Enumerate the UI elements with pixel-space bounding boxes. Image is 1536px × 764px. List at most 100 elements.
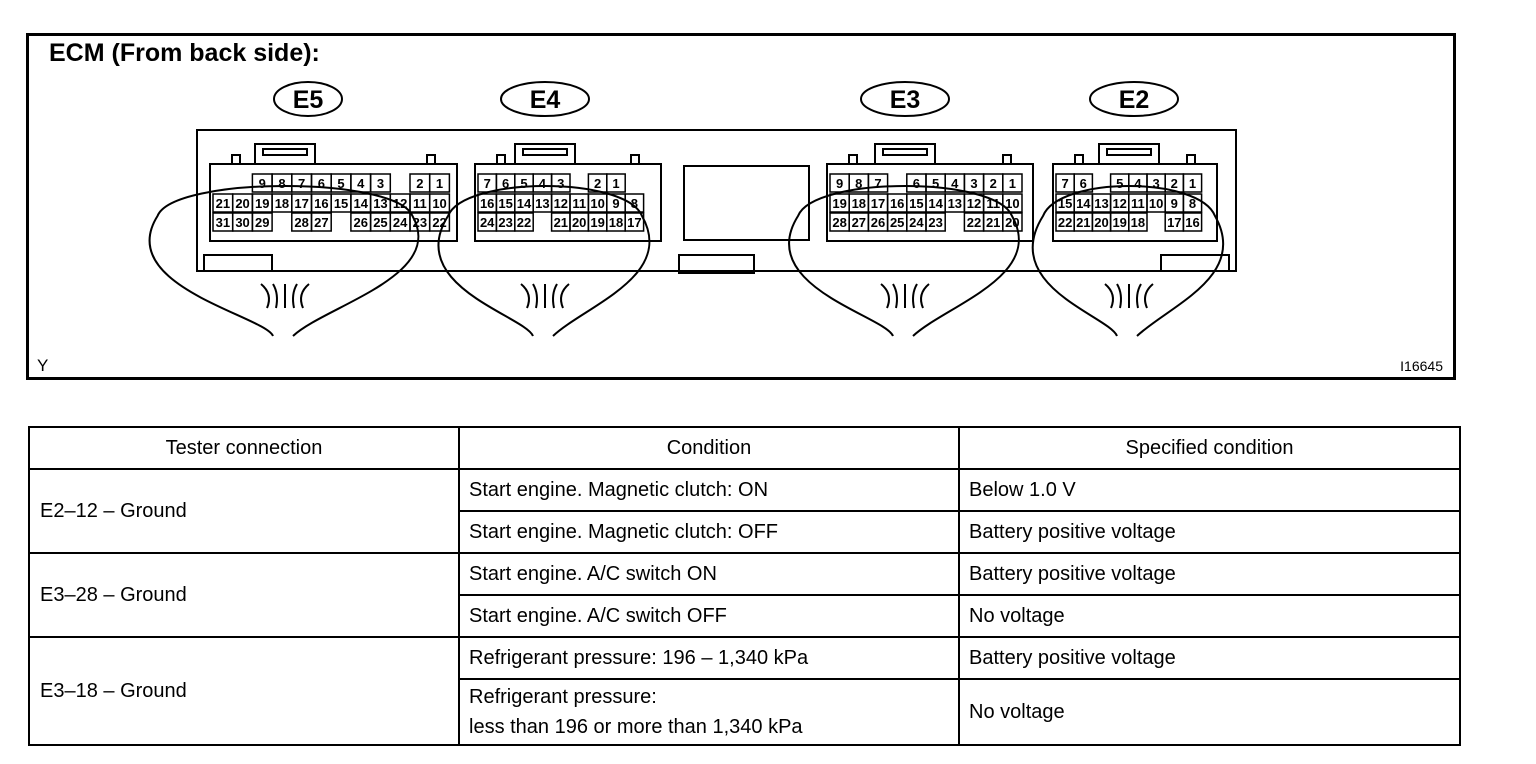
pin-number: 22 [517, 215, 531, 230]
ecm-bottom-tab [1160, 254, 1230, 272]
pin-number: 1 [1009, 176, 1016, 191]
pin-number: 17 [871, 196, 885, 211]
connector-pin [550, 173, 571, 193]
pin-number: 13 [373, 196, 387, 211]
connector-pin [428, 173, 451, 193]
pin-number: 17 [1167, 215, 1181, 230]
connector-latch [514, 143, 576, 165]
wire-strand [880, 283, 890, 309]
connector-latch [254, 143, 316, 165]
wire-harness [1032, 185, 1225, 337]
pin-number: 2 [416, 176, 423, 191]
pin-number: 18 [275, 196, 289, 211]
table-row: E3–28 – Ground Start engine. A/C switch … [28, 552, 1461, 638]
connector-post [426, 154, 436, 165]
pin-number: 12 [967, 196, 981, 211]
pin-number: 28 [832, 215, 846, 230]
wire-strand [520, 283, 530, 309]
connector-pin [624, 212, 645, 232]
pin-number: 21 [986, 215, 1000, 230]
connection-cell: E2–12 – Ground [28, 468, 460, 554]
connector-pin [369, 173, 392, 193]
specified-cell: No voltage [958, 594, 1461, 638]
pin-number: 9 [612, 196, 619, 211]
pin-number: 29 [255, 215, 269, 230]
pin-number: 22 [967, 215, 981, 230]
pin-number: 15 [1058, 196, 1072, 211]
pin-number: 13 [535, 196, 549, 211]
wire-strand [912, 283, 918, 309]
connector-pin [1002, 193, 1023, 213]
connector-pin [1002, 212, 1023, 232]
table-row: E2–12 – Ground Start engine. Magnetic cl… [28, 468, 1461, 554]
pin-number: 3 [1152, 176, 1159, 191]
pin-number: 25 [890, 215, 904, 230]
pin-number: 3 [377, 176, 384, 191]
pin-number: 18 [1131, 215, 1145, 230]
pin-number: 22 [1058, 215, 1072, 230]
connector-pin [428, 212, 451, 232]
pin-number: 20 [572, 215, 586, 230]
pin-number: 24 [480, 215, 495, 230]
pin-number: 24 [393, 215, 408, 230]
pin-number: 4 [539, 176, 547, 191]
condition-line: Refrigerant pressure: [469, 686, 657, 708]
connector-latch [1098, 143, 1160, 165]
pin-number: 2 [1171, 176, 1178, 191]
pin-number: 9 [836, 176, 843, 191]
header-tester-connection: Tester connection [28, 426, 460, 470]
connector-pin [1182, 193, 1203, 213]
wire-strand [1144, 283, 1154, 309]
connector-pin [925, 212, 946, 232]
wire-harness [437, 185, 651, 337]
pin-number: 8 [278, 176, 285, 191]
pin-number: 30 [235, 215, 249, 230]
pin-number: 20 [235, 196, 249, 211]
pin-number: 14 [928, 196, 943, 211]
pin-number: 4 [1134, 176, 1142, 191]
pin-number: 12 [554, 196, 568, 211]
connector-latch [522, 148, 568, 156]
connector-pin [428, 193, 451, 213]
condition-cell: Refrigerant pressure: less than 196 or m… [458, 678, 960, 746]
connector-label-oval [1089, 81, 1179, 117]
connector-pin [251, 212, 273, 232]
connector-pin [1182, 173, 1203, 193]
condition-cell: Start engine. A/C switch OFF [458, 594, 960, 638]
pin-number: 14 [354, 196, 369, 211]
pin-number: 17 [294, 196, 308, 211]
connection-cell: E3–18 – Ground [28, 636, 460, 746]
header-condition: Condition [458, 426, 960, 470]
pin-number: 10 [1149, 196, 1163, 211]
condition-cell: Refrigerant pressure: 196 – 1,340 kPa [458, 636, 960, 680]
condition-cell: Start engine. Magnetic clutch: OFF [458, 510, 960, 554]
wire-strand [560, 283, 570, 309]
connector-post [496, 154, 506, 165]
pin-number: 19 [832, 196, 846, 211]
pin-number: 15 [909, 196, 923, 211]
pin-number: 13 [1094, 196, 1108, 211]
pin-number: 16 [314, 196, 328, 211]
connector-post [231, 154, 241, 165]
tester-spec-table: Tester connection Condition Specified co… [28, 426, 1461, 746]
pin-number: 19 [1112, 215, 1126, 230]
pin-number: 11 [413, 196, 427, 211]
ecm-center-window [683, 165, 810, 241]
specified-cell: No voltage [958, 678, 1461, 746]
figure-id: I16645 [1400, 358, 1443, 374]
connector-pin [624, 193, 645, 213]
connector-pin [310, 212, 332, 232]
pin-number: 11 [1131, 196, 1145, 211]
pin-number: 7 [298, 176, 305, 191]
pin-number: 1 [612, 176, 619, 191]
condition-line: less than 196 or more than 1,340 kPa [469, 716, 803, 738]
pin-number: 7 [1061, 176, 1068, 191]
pin-number: 5 [1116, 176, 1123, 191]
pin-number: 27 [314, 215, 328, 230]
wire-strand [920, 283, 930, 309]
pin-number: 8 [1189, 196, 1196, 211]
connector-pin [867, 173, 889, 193]
wire-strand [532, 283, 538, 309]
